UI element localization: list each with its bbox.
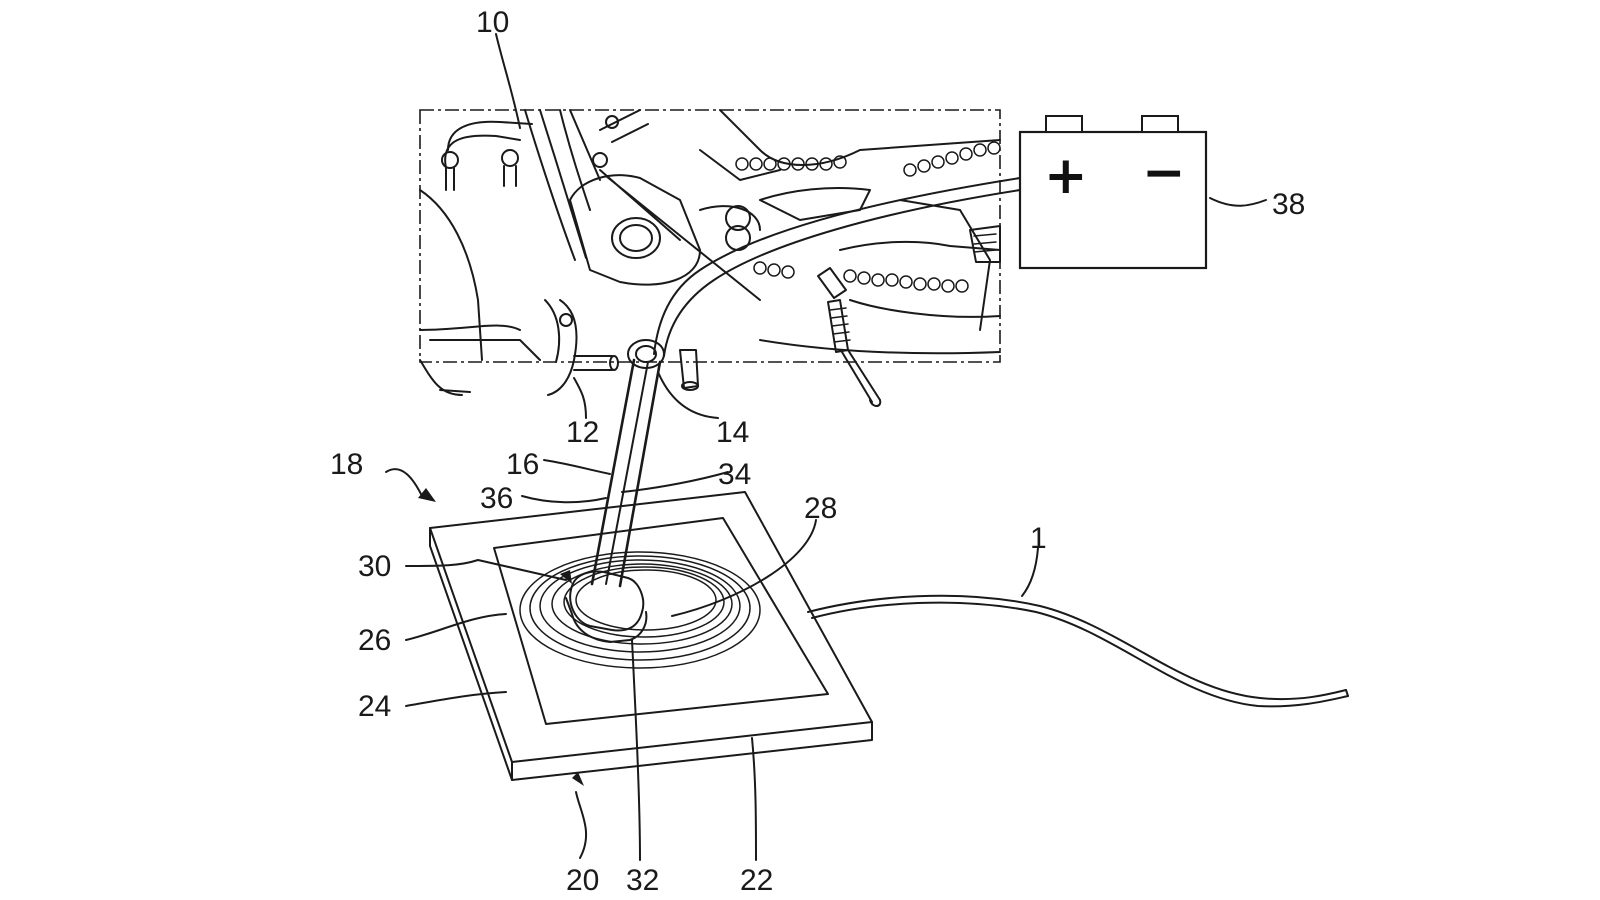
battery-minus-sign: −	[1142, 143, 1186, 203]
detail-frame	[419, 109, 1001, 363]
label-22: 22	[740, 864, 773, 897]
label-18: 18	[330, 448, 363, 481]
label-30: 30	[358, 550, 391, 583]
arrow-20	[572, 772, 584, 786]
stand-foot	[569, 570, 645, 632]
label-14: 14	[716, 416, 749, 449]
induction-coil	[519, 551, 761, 669]
charging-cable-inner	[663, 189, 1021, 357]
battery-terminal-minus	[1141, 115, 1179, 133]
label-36: 36	[480, 482, 513, 515]
leader-lines	[385, 33, 1267, 861]
side-stand	[590, 358, 662, 588]
label-32: 32	[626, 864, 659, 897]
label-1: 1	[1030, 522, 1047, 555]
charging-cable	[653, 177, 1021, 355]
chain-lower	[753, 261, 969, 293]
battery-plus-sign: +	[1044, 146, 1088, 206]
label-38: 38	[1272, 188, 1305, 221]
label-20: 20	[566, 864, 599, 897]
motorcycle-detail-view	[419, 109, 1001, 407]
chain-upper	[735, 141, 1001, 177]
label-28: 28	[804, 492, 837, 525]
charging-pad	[429, 491, 873, 781]
pad-frame	[493, 517, 829, 725]
battery: + −	[1018, 115, 1208, 270]
pad-base	[429, 491, 873, 763]
label-16: 16	[506, 448, 539, 481]
arrow-30	[560, 570, 572, 584]
label-12: 12	[566, 416, 599, 449]
label-24: 24	[358, 690, 391, 723]
battery-terminal-plus	[1045, 115, 1083, 133]
label-10: 10	[476, 6, 509, 39]
supply-cable	[807, 594, 1347, 701]
label-26: 26	[358, 624, 391, 657]
label-34: 34	[718, 458, 751, 491]
battery-body	[1018, 130, 1208, 270]
arrow-18	[418, 488, 436, 502]
